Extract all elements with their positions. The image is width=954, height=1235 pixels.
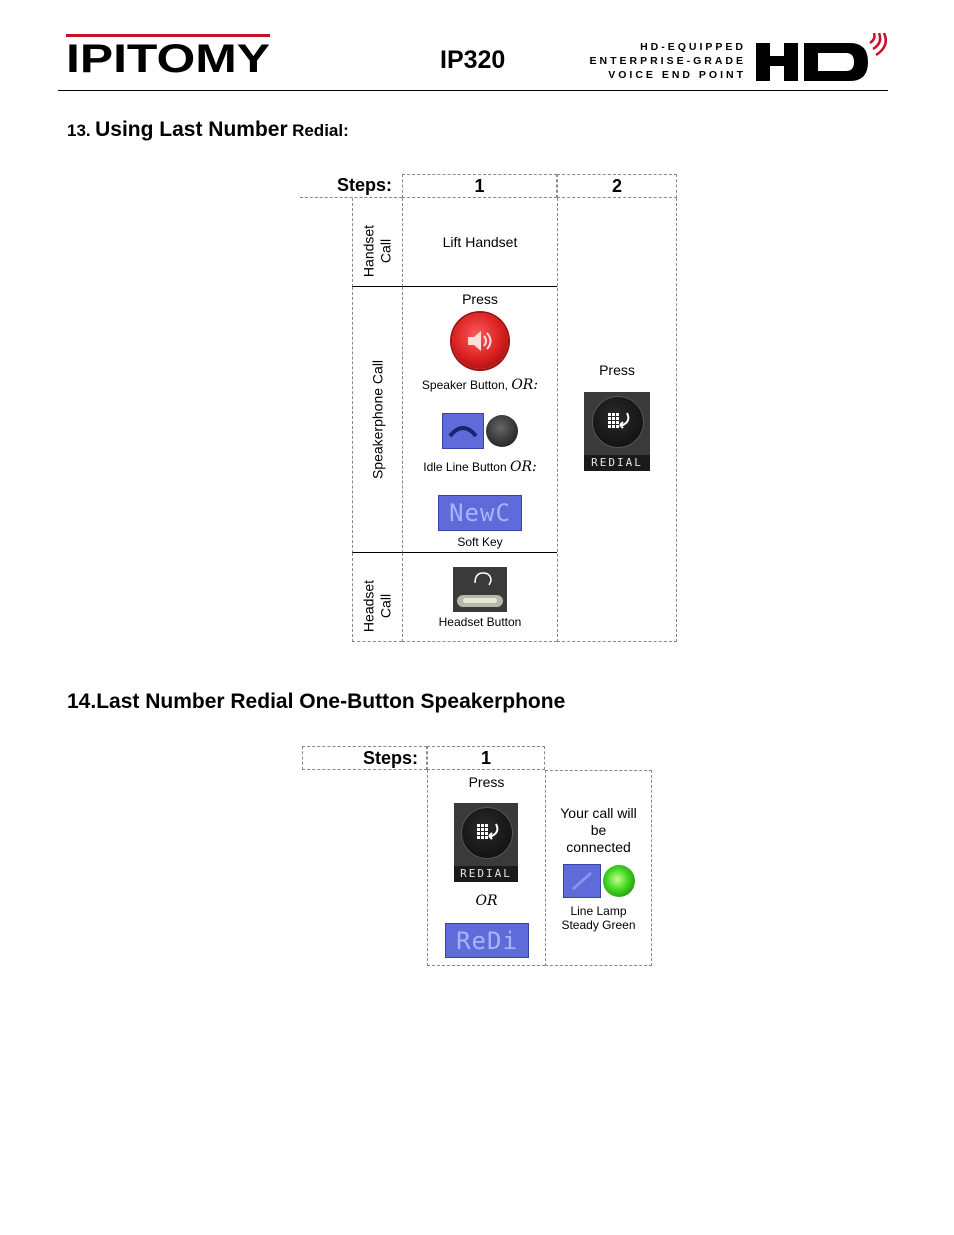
s14-result-line-2: be — [590, 821, 607, 838]
section-13-title-main: Using Last Number — [95, 118, 288, 141]
redial-button[interactable]: REDIAL — [584, 392, 650, 471]
model-name: IP320 — [440, 46, 506, 74]
speaker-button-caption: Speaker Button, — [421, 378, 508, 392]
section-13-number: 13. — [67, 121, 91, 140]
headset-row-label-cell: Headset Call — [352, 553, 402, 642]
idle-lamp-icon — [486, 415, 518, 447]
step-1-header: 1 — [402, 174, 557, 198]
s14-press-text: Press — [468, 774, 505, 790]
section-14-title-text: Last Number Redial One-Button Speakerpho… — [96, 690, 566, 713]
s14-redial-button[interactable]: REDIAL — [454, 803, 518, 882]
s14-result-cell: Your call will be connected Line Lamp St… — [545, 770, 652, 966]
line-lamp-caption-line-1: Line Lamp — [570, 903, 627, 918]
hd-logo — [754, 32, 890, 85]
idle-line-button[interactable] — [442, 413, 518, 449]
headset-row-label: Headset Call — [361, 562, 395, 651]
line-lamp-indicator — [562, 863, 635, 898]
headset-button-caption: Headset Button — [438, 615, 522, 629]
speaker-row-label-cell: Speakerphone Call — [352, 287, 402, 553]
line-handset-icon — [562, 863, 601, 898]
handset-row-label-cell: Handset Call — [352, 198, 402, 287]
speaker-press-text: Press — [462, 291, 498, 307]
speaker-volume-icon — [468, 331, 492, 351]
tagline-line-1: HD-EQUIPPED — [640, 41, 746, 53]
or-text-1: OR: — [511, 377, 539, 393]
headset-button-icon[interactable] — [453, 567, 507, 612]
step-2-cell: Press REDIAL — [557, 198, 677, 642]
redi-soft-key[interactable]: ReDi — [445, 923, 529, 958]
speaker-row-label: Speakerphone Call — [369, 359, 386, 480]
step-2-press-text: Press — [599, 362, 635, 378]
handset-label-line-1: Handset — [360, 224, 377, 278]
headset-label-line-1: Headset — [360, 579, 377, 633]
or-text-2: OR: — [510, 459, 537, 475]
ipitomy-logo: IPITOMY — [66, 32, 270, 81]
steps-label: Steps: — [300, 174, 402, 198]
soft-key-caption: Soft Key — [457, 535, 503, 549]
s14-step-1-cell: Press REDIAL OR ReDi — [427, 770, 545, 966]
speaker-step-1-cell: Press Speaker Button, OR: Idle Line Butt… — [402, 287, 557, 553]
headset-step-1-cell: Headset Button — [402, 553, 557, 642]
newc-soft-key[interactable]: NewC — [438, 495, 522, 531]
handset-row-label: Handset Call — [361, 207, 395, 296]
tagline-line-2: ENTERPRISE-GRADE — [589, 55, 746, 67]
headset-label-line-2: Call — [377, 593, 394, 619]
idle-line-caption-line: Idle Line Button OR: — [423, 459, 537, 475]
section-13-title: 13. Using Last Number Redial: — [67, 118, 349, 142]
section-14-number: 14. — [67, 690, 97, 713]
svg-text:IPITOMY: IPITOMY — [66, 37, 270, 76]
line-lamp-caption: Line Lamp Steady Green — [561, 904, 635, 932]
s14-redial-keypad-icon — [461, 807, 513, 859]
s14-or-text: OR — [475, 893, 498, 909]
section-13-title-tail: Redial: — [292, 121, 349, 140]
handset-line-icon — [442, 413, 484, 449]
s14-result-text: Your call will be connected — [560, 805, 637, 856]
s14-result-line-3: connected — [566, 838, 631, 855]
green-lamp-icon — [602, 864, 635, 897]
section-14-title: 14.Last Number Redial One-Button Speaker… — [67, 690, 565, 714]
s14-redial-label: REDIAL — [454, 866, 518, 882]
headset-icon — [457, 572, 503, 607]
handset-label-line-2: Call — [377, 238, 394, 264]
step-2-header: 2 — [557, 174, 677, 198]
s14-steps-label: Steps: — [302, 746, 427, 770]
s14-step-1-header: 1 — [427, 746, 545, 770]
line-lamp-caption-line-2: Steady Green — [561, 917, 636, 932]
lift-handset-text: Lift Handset — [402, 198, 557, 287]
speaker-button-caption-line: Speaker Button, OR: — [422, 377, 538, 393]
header-divider — [58, 90, 888, 91]
speaker-button-icon[interactable] — [452, 313, 508, 369]
idle-line-caption: Idle Line Button — [423, 460, 507, 474]
s14-result-line-1: Your call will — [560, 804, 637, 821]
tagline-line-3: VOICE END POINT — [608, 69, 746, 81]
redial-keypad-icon — [592, 396, 644, 448]
redial-label: REDIAL — [584, 455, 650, 471]
